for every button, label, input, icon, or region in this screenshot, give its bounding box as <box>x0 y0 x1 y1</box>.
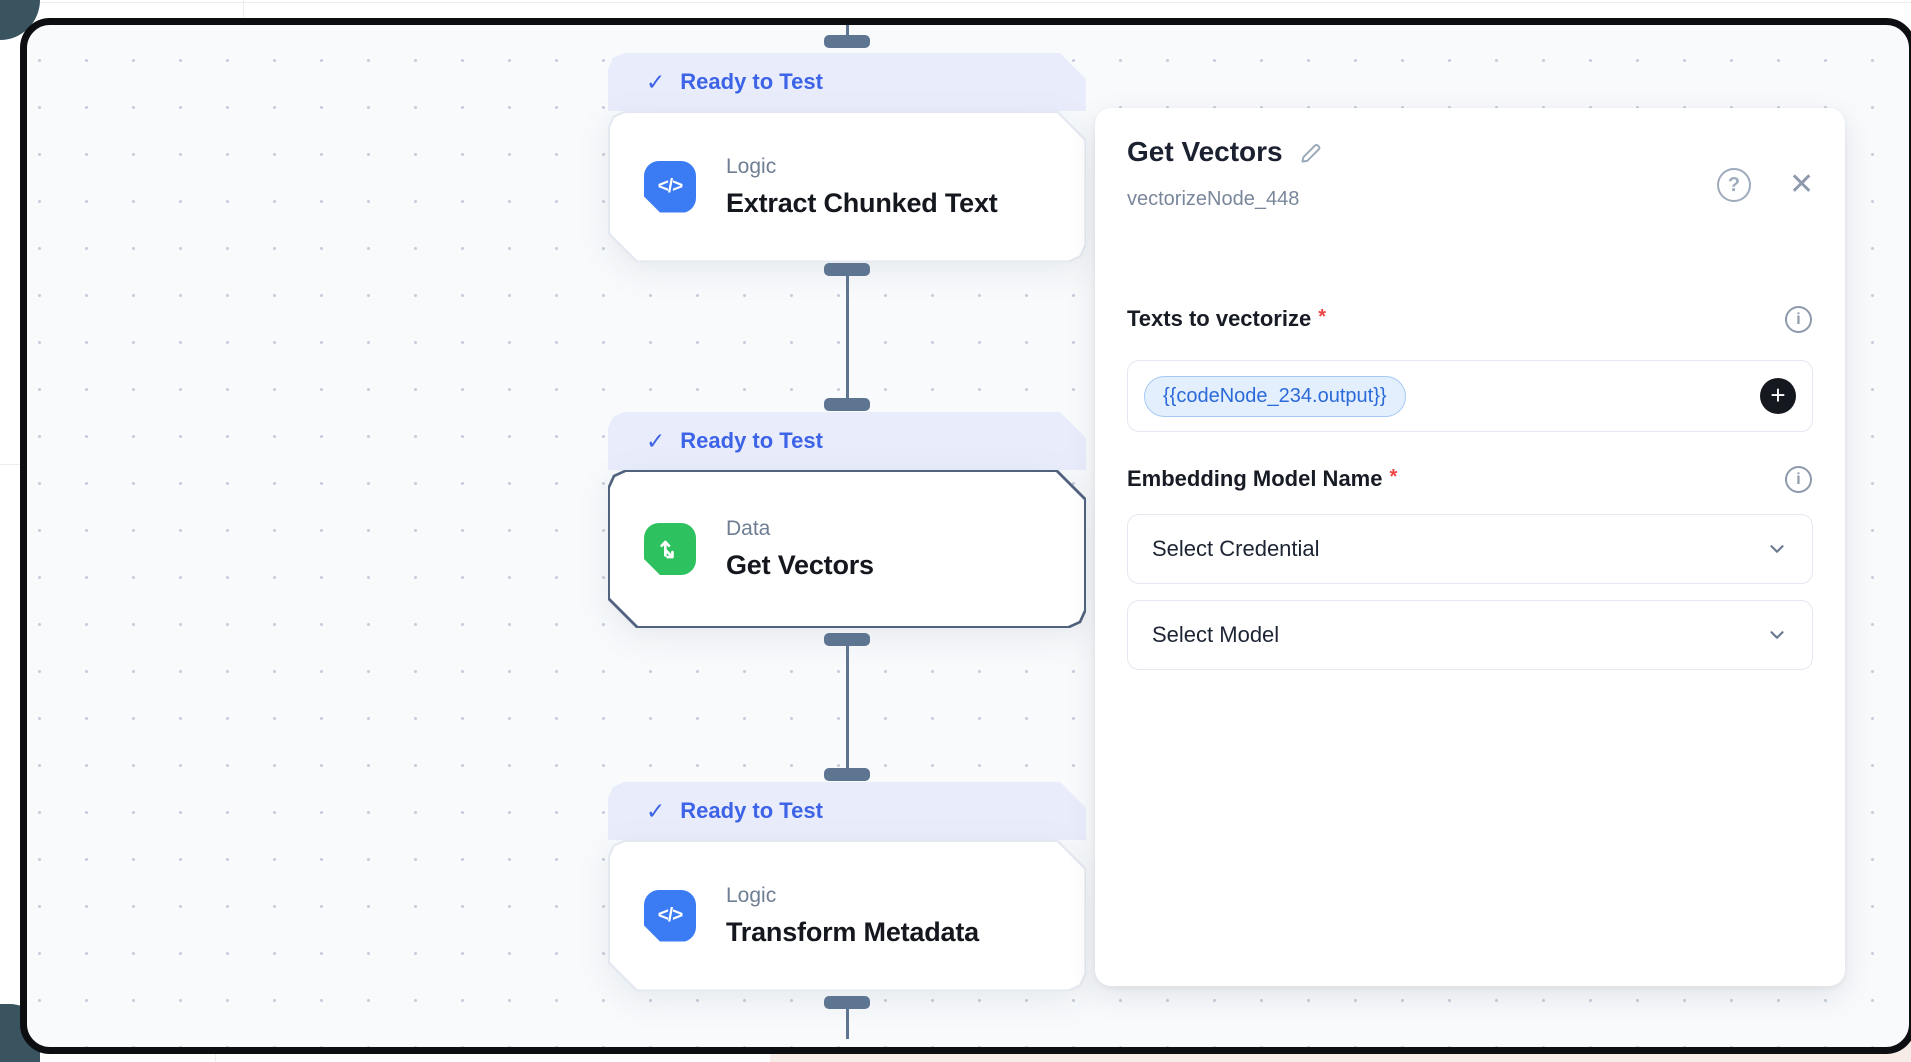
connector-wire <box>846 1009 849 1039</box>
node-title: Extract Chunked Text <box>726 187 998 218</box>
background-hairline <box>0 464 20 465</box>
select-credential-value: Select Credential <box>1152 536 1320 561</box>
node-get-vectors[interactable]: ✓ Ready to Test <box>608 412 1086 628</box>
node-status-label: Ready to Test <box>680 69 823 94</box>
embedding-model-name-label: Embedding Model Name <box>1127 466 1383 491</box>
close-icon[interactable]: ✕ <box>1789 168 1815 201</box>
code-icon: </> <box>644 890 696 942</box>
chevron-down-icon <box>1770 631 1784 639</box>
check-icon: ✓ <box>646 427 666 454</box>
panel-title: Get Vectors <box>1127 136 1283 167</box>
vector-axes-icon <box>644 523 696 575</box>
connector-port[interactable] <box>824 996 870 1009</box>
chevron-down-icon <box>1770 545 1784 553</box>
workflow-canvas[interactable]: ✓ Ready to Test </> Logic Extract Chunke… <box>27 25 1909 1047</box>
node-category: Logic <box>726 883 777 907</box>
code-icon: </> <box>644 161 696 213</box>
add-variable-button[interactable]: + <box>1760 378 1796 414</box>
required-marker: * <box>1318 306 1327 328</box>
workflow-frame: ✓ Ready to Test </> Logic Extract Chunke… <box>20 18 1911 1054</box>
node-category: Logic <box>726 154 777 178</box>
node-title: Transform Metadata <box>726 916 979 947</box>
connector-wire <box>846 276 849 398</box>
connector-port[interactable] <box>824 633 870 646</box>
select-model-dropdown[interactable]: Select Model <box>1127 600 1813 670</box>
select-model-value: Select Model <box>1152 622 1280 647</box>
node-config-panel: Get Vectors vectorizeNode_448 ? ✕ Texts … <box>1095 108 1845 986</box>
edit-pencil-icon[interactable] <box>1299 140 1323 164</box>
texts-to-vectorize-input[interactable]: {{codeNode_234.output}} + <box>1127 360 1813 432</box>
info-icon[interactable]: i <box>1785 306 1812 333</box>
node-transform-metadata[interactable]: ✓ Ready to Test </> Logic Transform Meta… <box>608 782 1086 991</box>
select-credential-dropdown[interactable]: Select Credential <box>1127 514 1813 584</box>
node-status-badge: ✓ Ready to Test <box>608 412 1086 470</box>
node-extract-chunked-text[interactable]: ✓ Ready to Test </> Logic Extract Chunke… <box>608 53 1086 262</box>
info-icon[interactable]: i <box>1785 466 1812 493</box>
connector-port[interactable] <box>824 263 870 276</box>
node-status-badge: ✓ Ready to Test <box>608 53 1086 111</box>
connector-port[interactable] <box>824 768 870 781</box>
node-title: Get Vectors <box>726 550 874 580</box>
texts-to-vectorize-label: Texts to vectorize <box>1127 306 1312 331</box>
connector-wire <box>846 25 849 37</box>
check-icon: ✓ <box>646 68 666 95</box>
variable-chip[interactable]: {{codeNode_234.output}} <box>1144 375 1406 417</box>
node-status-badge: ✓ Ready to Test <box>608 782 1086 840</box>
help-icon[interactable]: ? <box>1717 168 1751 202</box>
background-hairline <box>243 0 244 18</box>
connector-port[interactable] <box>824 35 870 48</box>
check-icon: ✓ <box>646 797 666 824</box>
background-hairline <box>0 2 1911 3</box>
node-category: Data <box>726 517 771 540</box>
panel-node-id: vectorizeNode_448 <box>1127 188 1300 210</box>
required-marker: * <box>1389 466 1398 488</box>
connector-port[interactable] <box>824 398 870 411</box>
node-status-label: Ready to Test <box>680 428 823 453</box>
connector-wire <box>846 646 849 768</box>
node-status-label: Ready to Test <box>680 798 823 823</box>
